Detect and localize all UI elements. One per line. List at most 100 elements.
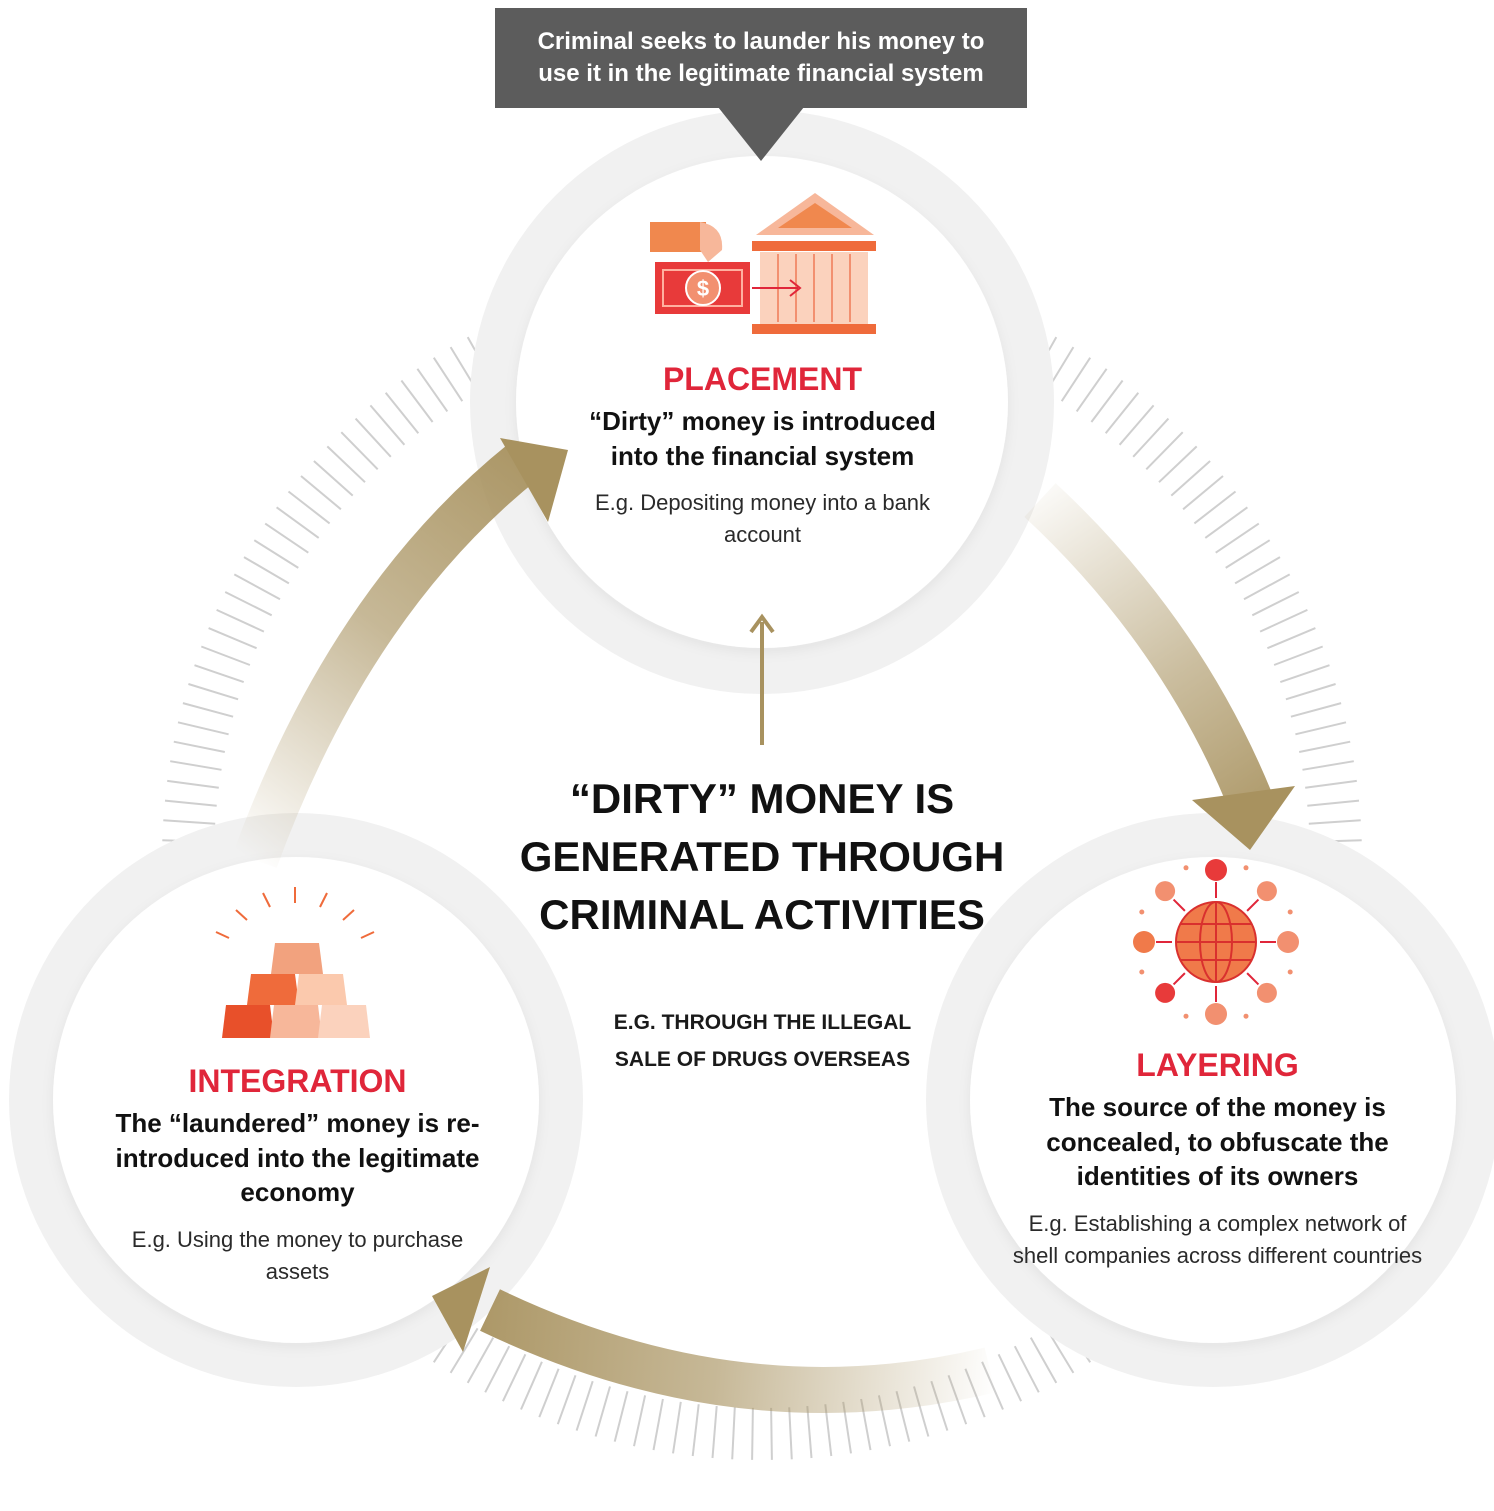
ring-tick (188, 683, 239, 701)
ring-tick (1029, 1337, 1058, 1384)
ring-tick (1234, 556, 1281, 585)
ring-tick (1290, 702, 1342, 718)
arrow-placement-to-layering (1024, 483, 1295, 850)
ring-tick (751, 1407, 754, 1460)
ring-tick (173, 740, 225, 753)
integration-circle (9, 813, 583, 1387)
network-node (1277, 931, 1299, 953)
ring-tick (1267, 627, 1316, 650)
network-dot (1183, 1013, 1189, 1019)
network-node (1155, 881, 1176, 902)
ring-tick (1305, 779, 1357, 789)
globe-network-icon (1133, 859, 1299, 1025)
layering-description: The source of the money is concealed, to… (1046, 1092, 1389, 1191)
network-dot (1183, 865, 1189, 871)
ring-tick (1182, 475, 1224, 511)
ring-tick (216, 608, 265, 633)
integration-stage: INTEGRATION The “laundered” money is re-… (105, 1062, 490, 1288)
ring-tick (1259, 608, 1308, 633)
ring-tick (1090, 379, 1124, 423)
ring-tick (208, 627, 257, 650)
top-banner: Criminal seeks to launder his money to u… (495, 8, 1027, 108)
ring-tick (1307, 799, 1360, 807)
ring-tick (1243, 573, 1291, 601)
ring-tick (384, 392, 420, 434)
top-banner-text: Criminal seeks to launder his money to u… (537, 28, 985, 87)
ring-tick (264, 522, 309, 554)
network-link (1172, 972, 1186, 986)
ring-tick (287, 490, 331, 525)
ring-tick (224, 591, 273, 617)
network-node (1256, 881, 1277, 902)
network-dot (1243, 865, 1249, 871)
network-dot (1139, 909, 1145, 915)
network-node (1205, 1003, 1227, 1025)
ring-tick (167, 779, 219, 789)
ring-tick (194, 664, 245, 684)
network-node (1205, 859, 1227, 881)
ring-tick (770, 1407, 773, 1460)
network-dot (1287, 909, 1293, 915)
ring-tick (1145, 431, 1184, 471)
ring-tick (538, 1368, 560, 1418)
network-dot (1287, 969, 1293, 975)
ring-tick (449, 1327, 479, 1374)
ring-tick (182, 702, 234, 718)
ring-tick (354, 417, 392, 458)
layering-circle (926, 813, 1494, 1387)
center-title: “DIRTY” MONEY IS GENERATED THROUGH CRIMI… (519, 775, 1005, 938)
ring-tick (1273, 645, 1324, 666)
placement-description: “Dirty” money is introduced into the fin… (589, 406, 936, 471)
center-subtitle: E.G. THROUGH THE ILLEGAL SALE OF DRUGS O… (613, 1011, 912, 1071)
ring-tick (1225, 539, 1271, 569)
svg-text:$: $ (697, 276, 709, 301)
ring-tick (594, 1386, 611, 1437)
integration-title: INTEGRATION (188, 1063, 407, 1099)
network-node (1256, 982, 1277, 1003)
ring-tick (1013, 1345, 1040, 1393)
ring-tick (1132, 417, 1170, 458)
ring-tick (1285, 683, 1336, 701)
ring-tick (432, 357, 464, 402)
ring-tick (177, 721, 229, 736)
ring-tick (672, 1401, 682, 1454)
network-dot (1243, 1013, 1249, 1019)
network-node (1133, 931, 1155, 953)
ring-tick (711, 1406, 718, 1459)
ring-tick (1295, 721, 1347, 736)
network-link (1172, 898, 1186, 912)
network-link (1246, 972, 1260, 986)
ring-tick (788, 1407, 793, 1460)
ring-tick (556, 1374, 577, 1425)
placement-example: E.g. Depositing money into a bank accoun… (594, 490, 931, 547)
ring-tick (1104, 392, 1140, 434)
ring-tick (326, 445, 366, 483)
placement-circle (470, 110, 1054, 694)
ring-tick (313, 460, 354, 497)
ring-tick (276, 506, 320, 539)
ring-tick (1308, 819, 1361, 825)
ring-tick (1170, 460, 1211, 497)
network-link (1246, 898, 1260, 912)
ring-tick (806, 1406, 813, 1459)
ring-tick (1060, 357, 1092, 402)
ring-tick (400, 379, 434, 423)
layering-stage: LAYERING The source of the money is conc… (1010, 1046, 1425, 1272)
ring-tick (1299, 740, 1351, 753)
gold-bars-icon (215, 887, 375, 1038)
ring-tick (484, 1345, 511, 1393)
cash-deposit-bank-icon: $ (650, 193, 876, 334)
ring-tick (633, 1395, 647, 1447)
ring-tick (731, 1407, 736, 1460)
placement-stage: PLACEMENT “Dirty” money is introduced in… (580, 360, 945, 551)
arrow-integration-to-placement (233, 438, 568, 868)
network-node (1155, 982, 1176, 1003)
ring-tick (200, 645, 251, 666)
ring-tick (1251, 591, 1300, 617)
ring-tick (1204, 506, 1248, 539)
ring-tick (501, 1353, 527, 1402)
ring-tick (163, 819, 216, 825)
layering-title: LAYERING (1136, 1047, 1299, 1083)
integration-description: The “laundered” money is re-introduced i… (115, 1108, 480, 1207)
